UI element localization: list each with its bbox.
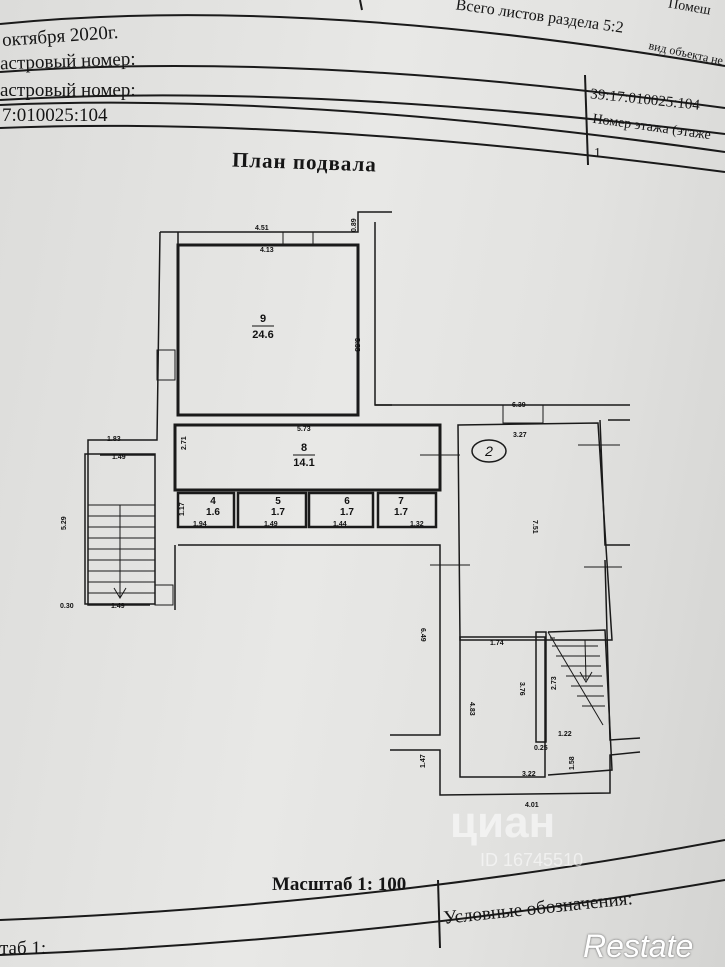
dimension-label: 5.55 bbox=[353, 338, 360, 352]
dimension-label: 2.71 bbox=[181, 436, 188, 450]
dimension-label: 7.51 bbox=[531, 520, 538, 534]
dimension-label: 0.25 bbox=[534, 745, 548, 752]
dimension-label: 0.89 bbox=[351, 218, 358, 232]
circled-room-number: 2 bbox=[484, 443, 493, 459]
dimension-label: 4.13 bbox=[260, 247, 274, 254]
room-4-number: 4 bbox=[210, 496, 216, 507]
floor-number-value: 1 bbox=[594, 146, 601, 161]
room-7-number: 7 bbox=[398, 496, 404, 507]
room-9-number: 9 bbox=[260, 313, 266, 325]
room-8 bbox=[173, 423, 442, 492]
room-8-area: 14.1 bbox=[293, 457, 314, 469]
cadastral-value-left: 7:010025:104 bbox=[2, 105, 108, 126]
room-7 bbox=[376, 491, 438, 529]
dimension-label: 4.51 bbox=[255, 225, 269, 232]
dimension-label: 1.74 bbox=[490, 640, 504, 647]
table-line bbox=[0, 14, 725, 67]
dimension-label: 1.49 bbox=[112, 454, 126, 461]
room-4 bbox=[176, 491, 236, 529]
room-8-number: 8 bbox=[301, 442, 307, 454]
room-6-number: 6 bbox=[344, 496, 350, 507]
restate-logo: Restate bbox=[583, 928, 694, 964]
room-2 bbox=[457, 422, 613, 641]
cadastral-label-2: астровый номер: bbox=[0, 80, 136, 101]
dimension-label: 3.27 bbox=[513, 432, 527, 439]
room-9 bbox=[176, 243, 360, 417]
dimension-label: 0.30 bbox=[60, 603, 74, 610]
dimension-label: 4.83 bbox=[468, 702, 475, 716]
dimension-label: 4.01 bbox=[525, 802, 539, 809]
room-5-number: 5 bbox=[275, 496, 281, 507]
room-7-area: 1.7 bbox=[394, 507, 408, 518]
cian-id-watermark: ID 16745510 bbox=[480, 850, 584, 870]
dimension-label: 1.94 bbox=[193, 521, 207, 528]
room-9-area: 24.6 bbox=[252, 329, 273, 341]
dimension-label: 1.58 bbox=[569, 756, 576, 770]
room-5-area: 1.7 bbox=[271, 507, 285, 518]
right-stair bbox=[547, 629, 613, 776]
dimension-label: 1.49 bbox=[111, 603, 125, 610]
dimension-label: 1.17 bbox=[179, 502, 186, 516]
room-lower bbox=[459, 636, 546, 778]
dimension-label: 1.32 bbox=[410, 521, 424, 528]
dimension-label: 1.83 bbox=[107, 436, 121, 443]
dimension-label: 3.76 bbox=[518, 682, 525, 696]
dimension-label: 5.73 bbox=[297, 426, 311, 433]
room-5 bbox=[236, 491, 308, 529]
dimension-label: 6.39 bbox=[512, 402, 526, 409]
dimension-label: 1.49 bbox=[264, 521, 278, 528]
scale-label-fragment: таб 1: bbox=[0, 938, 47, 959]
dimension-label: 1.44 bbox=[333, 521, 347, 528]
dimension-label: 2.73 bbox=[551, 676, 558, 690]
dimension-label: 1.22 bbox=[558, 731, 572, 738]
dimension-label: 5.29 bbox=[61, 516, 68, 530]
dimension-label: 6.49 bbox=[419, 628, 426, 642]
dimension-label: 1.47 bbox=[420, 754, 427, 768]
circled-room-marker bbox=[471, 439, 507, 463]
room-6-area: 1.7 bbox=[340, 507, 354, 518]
room-6 bbox=[307, 491, 375, 529]
left-stair-room bbox=[84, 453, 156, 605]
room-4-area: 1.6 bbox=[206, 507, 220, 518]
dimension-label: 3.22 bbox=[522, 771, 536, 778]
cian-watermark: циан bbox=[450, 798, 556, 847]
scale-label: Масштаб 1: 100 bbox=[272, 874, 407, 895]
